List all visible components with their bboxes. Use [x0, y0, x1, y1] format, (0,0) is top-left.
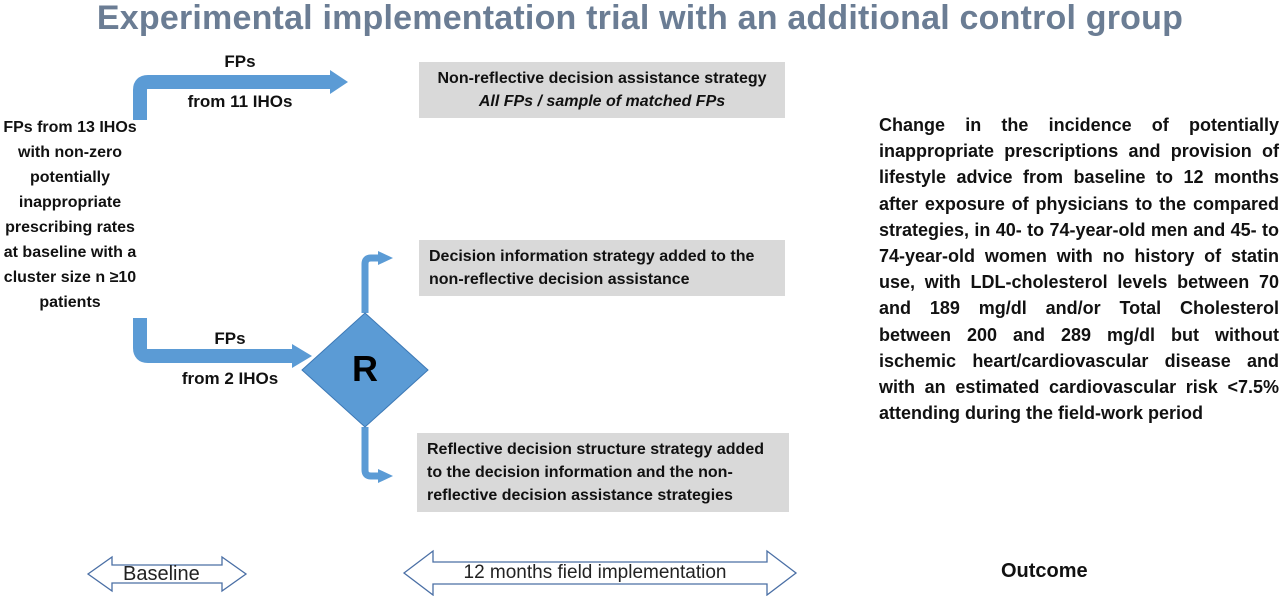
reflective-strategy-box: Reflective decision structure strategy a…	[417, 433, 789, 512]
upper-split-arrow-head	[378, 251, 393, 265]
baseline-double-arrow	[86, 555, 248, 593]
control-strategy-subtitle: All FPs / sample of matched FPs	[478, 93, 726, 110]
information-strategy-line: non-reflective decision assistance	[429, 271, 690, 288]
left-group-line: patients	[39, 294, 101, 311]
upper-split-arrow	[361, 254, 380, 313]
bottom-branch-arrow-shaft	[133, 318, 292, 363]
control-strategy-box: Non-reflective decision assistance strat…	[419, 62, 785, 118]
left-group-line: FPs from 13 IHOs	[3, 119, 137, 136]
left-group-line: potentially	[29, 169, 110, 186]
left-group-line: prescribing rates	[5, 219, 135, 236]
lower-split-arrow	[361, 427, 380, 480]
implementation-label: 12 months field implementation	[463, 562, 727, 583]
top-branch-label-fps: FPs	[224, 52, 256, 71]
control-strategy-title: Non-reflective decision assistance strat…	[437, 70, 767, 87]
bottom-branch-label-fps: FPs	[214, 329, 246, 348]
lower-split-arrow-head	[378, 469, 393, 483]
top-branch-arrow-head	[330, 70, 348, 94]
bottom-branch-label-ihos: from 2 IHOs	[181, 369, 279, 388]
reflective-strategy-line: to the decision information and the non-	[427, 464, 733, 481]
left-group-line: at baseline with a	[3, 244, 137, 261]
left-group-line: with non-zero	[18, 144, 122, 161]
top-branch-arrow-shaft	[133, 75, 330, 120]
baseline-label: Baseline	[123, 563, 200, 585]
left-group-description: FPs from 13 IHOs with non-zero potential…	[0, 115, 140, 315]
page-title: Experimental implementation trial with a…	[96, 0, 1184, 37]
left-group-line: inappropriate	[18, 194, 122, 211]
implementation-double-arrow	[402, 549, 798, 596]
information-strategy-box: Decision information strategy added to t…	[419, 240, 785, 296]
outcome-label: Outcome	[1001, 560, 1088, 582]
bottom-branch-arrow-head	[292, 344, 312, 368]
randomization-diamond	[301, 312, 429, 428]
left-group-line: cluster size n ≥10	[3, 269, 137, 286]
information-strategy-line: Decision information strategy added to t…	[429, 248, 755, 265]
reflective-strategy-line: Reflective decision structure strategy a…	[427, 441, 764, 458]
top-branch-label-ihos: from 11 IHOs	[187, 92, 293, 111]
outcome-description: Change in the incidence of potentially i…	[879, 115, 1279, 424]
randomization-label: R	[352, 348, 378, 389]
reflective-strategy-line: reflective decision assistance strategie…	[427, 487, 733, 504]
